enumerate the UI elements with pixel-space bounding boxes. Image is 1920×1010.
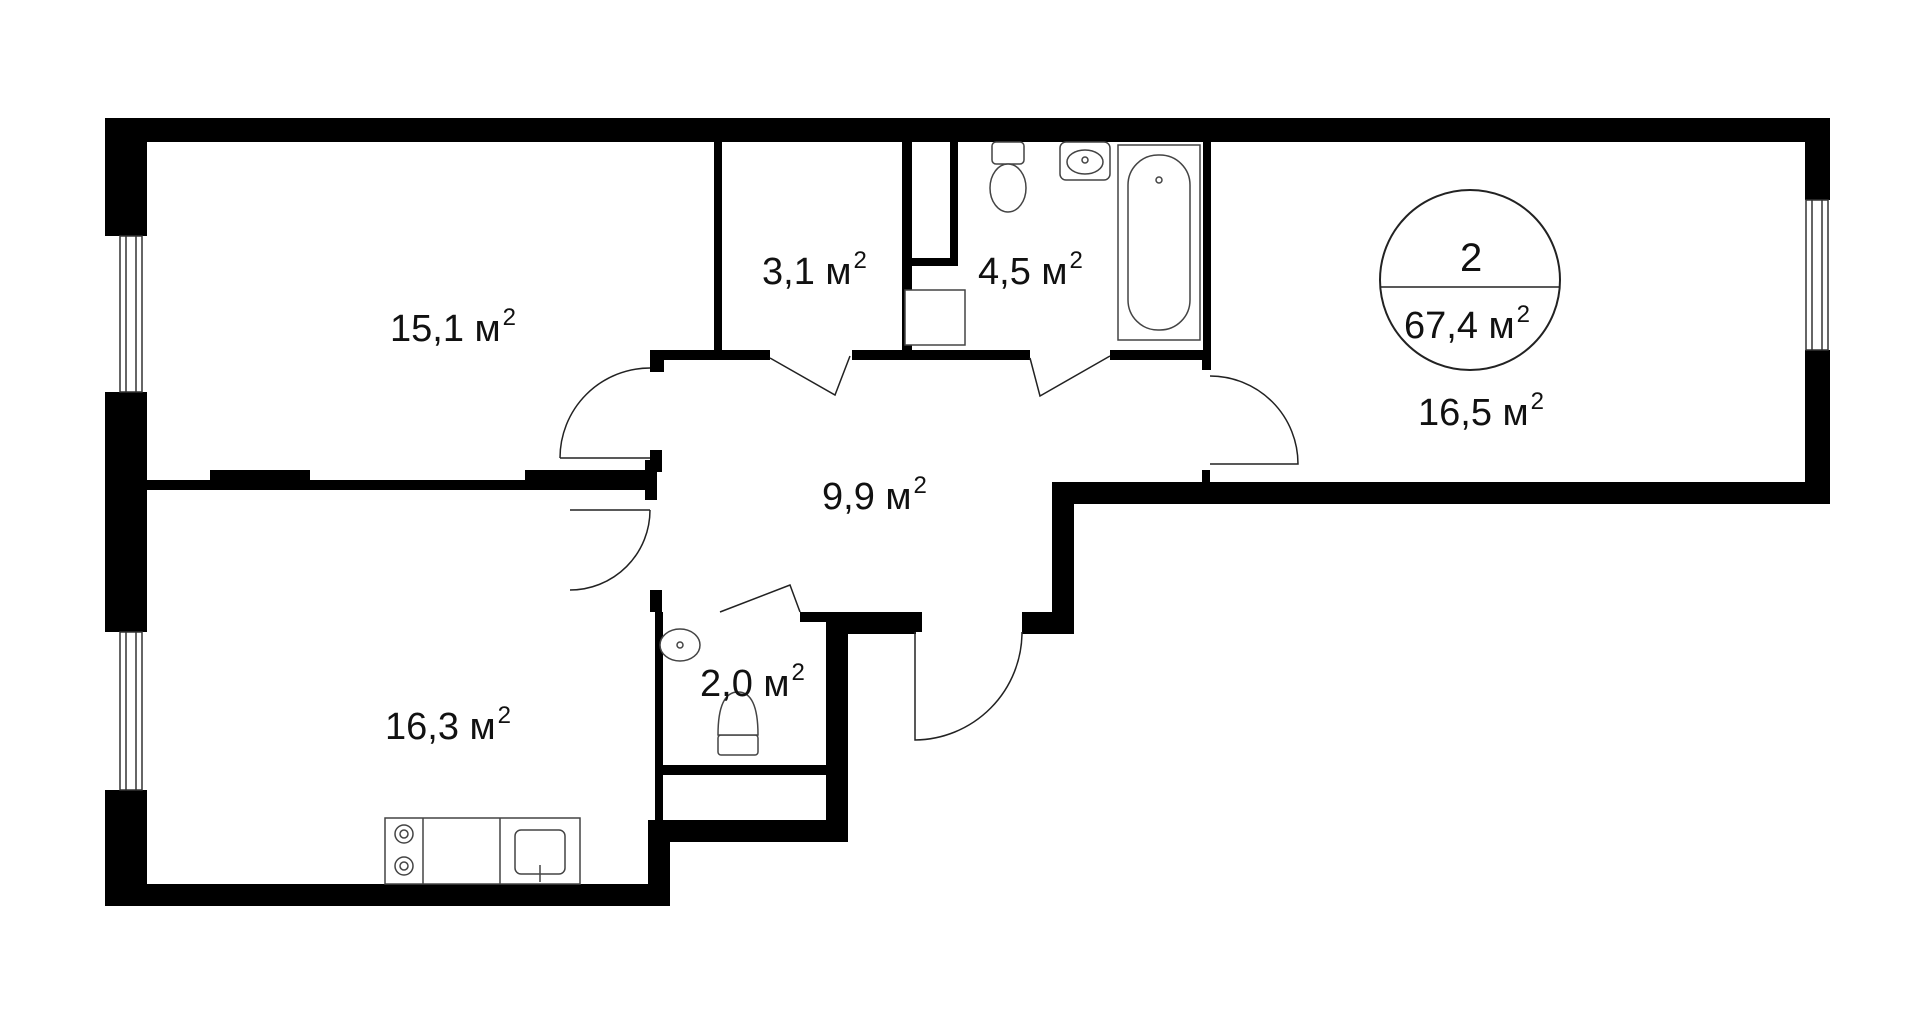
toilet-area: 2,0 м2 — [700, 659, 805, 705]
kitchen-area: 16,3 м2 — [385, 702, 512, 748]
room-count: 2 — [1460, 236, 1483, 280]
apartment-badge — [1379, 189, 1561, 371]
bathroom-area: 4,5 м2 — [978, 247, 1083, 293]
walls — [105, 118, 1830, 906]
bedroom-top-left-area: 15,1 м2 — [390, 304, 517, 350]
storage-area: 3,1 м2 — [762, 247, 867, 293]
bedroom-right-area: 16,5 м2 — [1418, 388, 1545, 434]
total-area: 67,4 м2 — [1404, 301, 1531, 347]
windows — [119, 199, 1829, 791]
doors — [559, 355, 1299, 741]
fixtures — [384, 141, 1201, 885]
hall-area: 9,9 м2 — [822, 472, 927, 518]
